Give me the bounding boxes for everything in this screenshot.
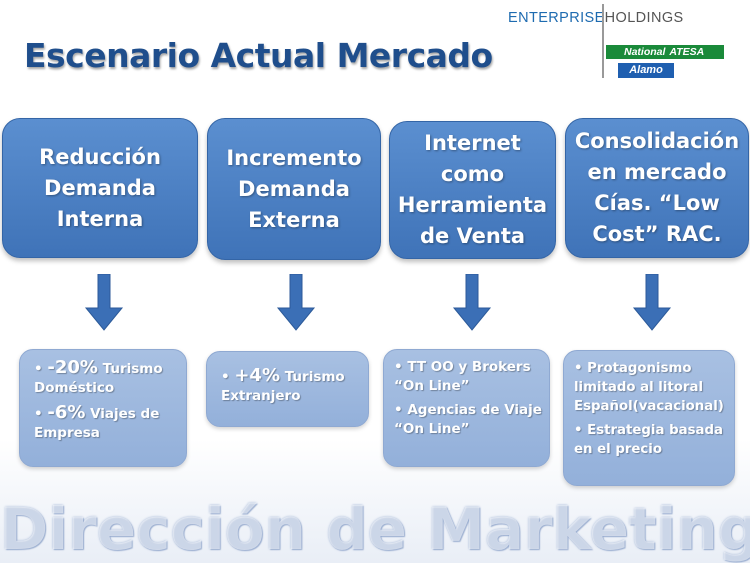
top-box-consolidacion: Consolidación en mercado Cías. “Low Cost… <box>565 118 749 258</box>
bullet-item: • Protagonismo limitado al litoral Españ… <box>574 361 724 414</box>
down-arrow-icon <box>452 274 492 331</box>
watermark-text: Dirección de Marketing y Ventas <box>0 495 750 563</box>
top-box-label: Reducción Demanda Interna <box>39 144 161 231</box>
bullet-item: • TT OO y Brokers “On Line” <box>394 359 531 394</box>
top-box-reduccion: Reducción Demanda Interna <box>2 118 198 258</box>
down-arrow-icon <box>84 274 124 331</box>
top-box-internet: Internet como Herramienta de Venta <box>389 121 556 259</box>
logo-enterprise-text: ENTERPRISE <box>508 10 605 26</box>
bullet-item: • Estrategia basada en el precio <box>574 423 723 457</box>
top-box-label: Incremento Demanda Externa <box>226 145 362 232</box>
slide-title: Escenario Actual Mercado <box>24 36 493 75</box>
logo-divider <box>602 4 604 78</box>
top-box-incremento: Incremento Demanda Externa <box>207 118 381 260</box>
bullet-item: • -6% Viajes de Empresa <box>34 402 160 441</box>
top-box-label: Internet como Herramienta de Venta <box>397 131 548 248</box>
alamo-logo: Alamo <box>618 63 674 78</box>
bottom-box-incremento: • +4% Turismo Extranjero <box>206 351 369 427</box>
bottom-box-consolidacion: • Protagonismo limitado al litoral Españ… <box>563 350 735 486</box>
bullet-item: • Agencias de Viaje “On Line” <box>394 402 542 437</box>
bullet-item: • +4% Turismo Extranjero <box>221 365 345 404</box>
bottom-box-internet: • TT OO y Brokers “On Line” • Agencias d… <box>383 349 550 467</box>
logo-wordmark: ENTERPRISEHOLDINGS <box>508 10 684 26</box>
down-arrow-icon <box>276 274 316 331</box>
logo-holdings-text: HOLDINGS <box>604 10 684 26</box>
bottom-box-reduccion: • -20% Turismo Doméstico • -6% Viajes de… <box>19 349 187 467</box>
logo-atesa-text: ATESA <box>669 46 705 58</box>
bullet-item: • -20% Turismo Doméstico <box>34 357 163 396</box>
down-arrow-icon <box>632 274 672 331</box>
top-box-label: Consolidación en mercado Cías. “Low Cost… <box>574 129 740 246</box>
logo-national-text: National <box>624 46 666 58</box>
